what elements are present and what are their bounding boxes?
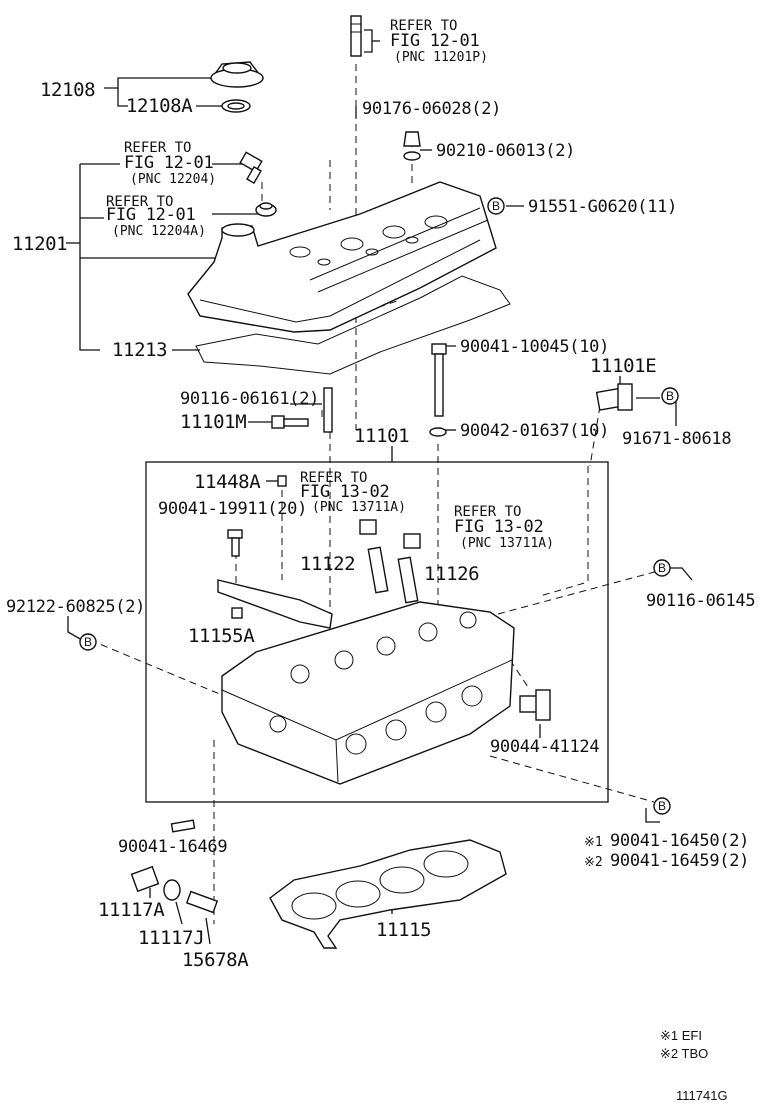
label-90042: 90042-01637(10)	[460, 421, 609, 441]
figure-code: 111741G	[676, 1088, 728, 1103]
pcv-valve	[239, 151, 263, 185]
label-11122: 11122	[300, 553, 355, 575]
temperature-sensor	[595, 383, 633, 411]
cylinder-head-cover	[187, 181, 497, 333]
refer-pnc-2: (PNC 12204)	[130, 172, 216, 187]
legend-efi: ※1 EFI	[660, 1028, 702, 1043]
top-stud-bolt	[350, 15, 362, 57]
label-11213: 11213	[112, 339, 167, 361]
oil-filler-cap	[210, 61, 264, 88]
label-11101e: 11101E	[590, 355, 656, 377]
circle-b-marker: B	[487, 197, 505, 215]
cover-gasket	[195, 275, 511, 375]
circle-b-marker: B	[661, 387, 679, 405]
label-11117a: 11117A	[98, 899, 165, 921]
label-11201: 11201	[12, 233, 67, 255]
marker-1: ※1	[584, 835, 603, 850]
label-90210: 90210-06013(2)	[436, 141, 575, 161]
bolt-90041-19911	[227, 529, 243, 557]
refer-pnc-5: (PNC 13711A)	[460, 536, 554, 551]
label-90044: 90044-41124	[490, 737, 599, 757]
refer-to-2: REFER TO	[124, 140, 191, 156]
label-90041-19911: 90041-19911(20)	[158, 499, 307, 519]
label-11448a: 11448A	[194, 471, 261, 493]
head-bolt	[429, 343, 447, 437]
circle-b-marker: B	[653, 797, 671, 815]
label-91671: 91671-80618	[622, 429, 731, 449]
refer-to-4: REFER TO	[300, 470, 367, 486]
refer-pnc-3: (PNC 12204A)	[112, 224, 206, 239]
refer-pnc-1: (PNC 11201P)	[394, 50, 488, 65]
refer-to-1: REFER TO	[390, 18, 457, 34]
gasket-11117j	[163, 879, 181, 901]
label-90116-06161: 90116-06161(2)	[180, 389, 319, 409]
label-92122: 92122-60825(2)	[6, 597, 145, 617]
valve-seal	[359, 519, 421, 549]
stud-90041-16469	[170, 819, 196, 833]
circle-b-marker: B	[79, 633, 97, 651]
label-90116-06145: 90116-06145	[646, 591, 755, 611]
dowel-11155a	[231, 607, 243, 619]
label-90041-16450: 90041-16450(2)	[610, 831, 749, 851]
label-90041-16459: 90041-16459(2)	[610, 851, 749, 871]
refer-fig-2: FIG 12-01	[124, 153, 213, 173]
cylinder-head	[221, 601, 515, 785]
grommet	[255, 202, 277, 217]
svg-text:B: B	[666, 389, 674, 403]
refer-to-3: REFER TO	[106, 194, 173, 210]
grommet-bolt	[403, 131, 421, 161]
svg-text:B: B	[658, 799, 666, 813]
label-11117j: 11117J	[138, 927, 204, 949]
label-90041-16469: 90041-16469	[118, 837, 227, 857]
label-11101m: 11101M	[180, 411, 246, 433]
refer-fig-5: FIG 13-02	[454, 517, 543, 537]
refer-pnc-4: (PNC 13711A)	[312, 500, 406, 515]
label-12108: 12108	[40, 79, 95, 101]
label-11115: 11115	[376, 919, 431, 941]
refer-to-5: REFER TO	[454, 504, 521, 520]
refer-fig-3: FIG 12-01	[106, 205, 195, 225]
circle-b-marker: B	[653, 559, 671, 577]
label-12108a: 12108A	[126, 95, 193, 117]
label-90176: 90176-06028(2)	[362, 99, 501, 119]
label-11155a: 11155A	[188, 625, 255, 647]
label-15678a: 15678A	[182, 949, 249, 971]
label-11126: 11126	[424, 563, 479, 585]
head-gasket	[269, 839, 507, 949]
bearing-cap	[217, 579, 333, 629]
valve-guide-intake	[367, 546, 389, 594]
valve-guide-exhaust	[397, 556, 419, 604]
refer-fig-4: FIG 13-02	[300, 482, 389, 502]
plug-11448a	[277, 475, 287, 487]
label-11101: 11101	[354, 425, 409, 447]
water-union	[519, 689, 551, 721]
label-90041-10045: 90041-10045(10)	[460, 337, 609, 357]
refer-fig-1: FIG 12-01	[390, 31, 479, 51]
plug-11117a	[130, 865, 160, 893]
svg-text:B: B	[84, 635, 92, 649]
svg-text:B: B	[658, 561, 666, 575]
marker-2: ※2	[584, 855, 603, 870]
stud-bolt	[323, 387, 333, 433]
svg-text:B: B	[492, 199, 500, 213]
cap-gasket	[221, 99, 251, 113]
legend-tbo: ※2 TBO	[660, 1046, 708, 1061]
side-bolt	[271, 415, 309, 429]
union-15678a	[185, 890, 219, 914]
label-91551: 91551-G0620(11)	[528, 197, 677, 217]
